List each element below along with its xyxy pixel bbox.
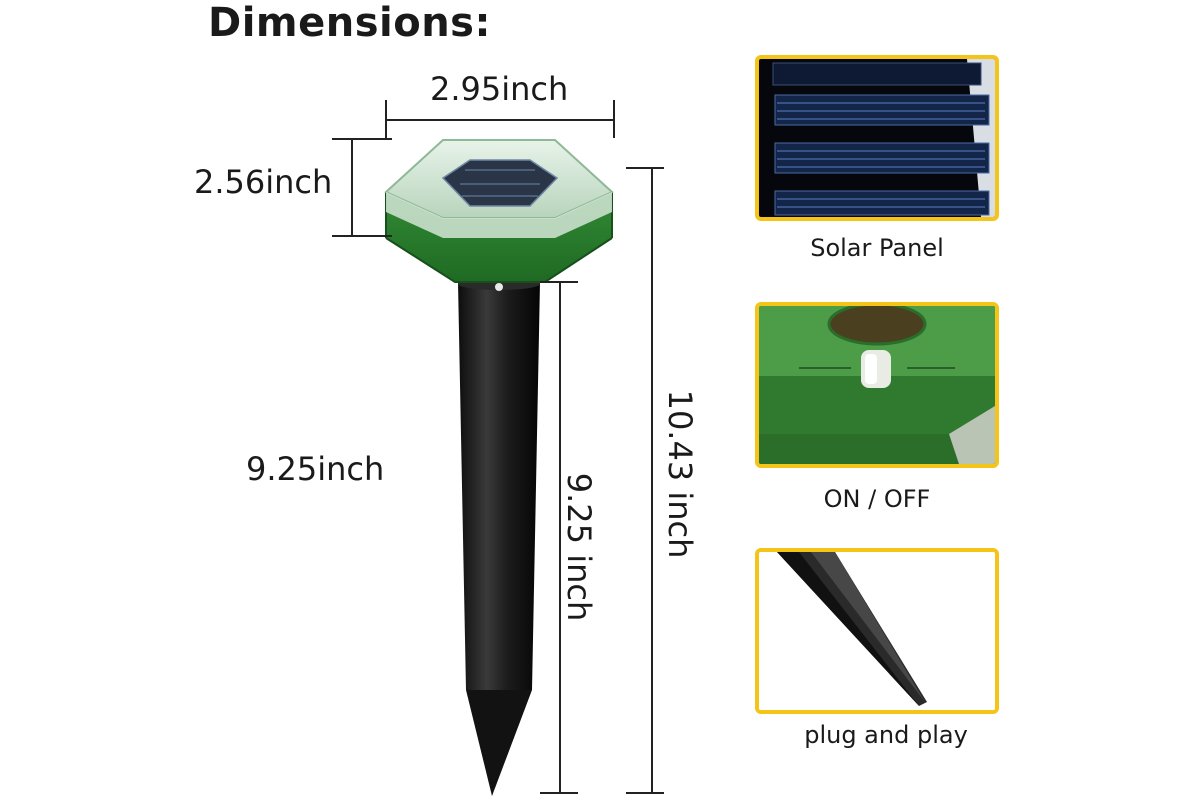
solar-panel-detail xyxy=(755,55,999,221)
head-height-label: 2.56inch xyxy=(194,163,333,201)
plug-and-play-caption: plug and play xyxy=(804,721,968,749)
page-title: Dimensions: xyxy=(208,0,491,46)
on-off-caption: ON / OFF xyxy=(823,485,931,513)
width-dimension-line xyxy=(385,100,615,138)
solar-panel-icon xyxy=(759,59,995,217)
stake-tip-icon xyxy=(759,552,995,710)
solar-panel-caption: Solar Panel xyxy=(810,234,944,262)
stake-length-label: 9.25inch xyxy=(246,450,385,488)
stake-length-vertical-label: 9.25 inch xyxy=(560,472,598,622)
stake-length-dimension-line xyxy=(540,281,578,794)
head-height-dimension-line xyxy=(332,138,392,237)
stake xyxy=(458,278,540,796)
plug-and-play-detail xyxy=(755,548,999,714)
total-height-dimension-line xyxy=(626,167,664,794)
total-height-vertical-label: 10.43 inch xyxy=(661,389,699,559)
on-off-switch-icon xyxy=(759,306,995,464)
on-off-detail xyxy=(755,302,999,468)
width-label: 2.95inch xyxy=(430,70,569,108)
solar-cap xyxy=(384,139,614,238)
